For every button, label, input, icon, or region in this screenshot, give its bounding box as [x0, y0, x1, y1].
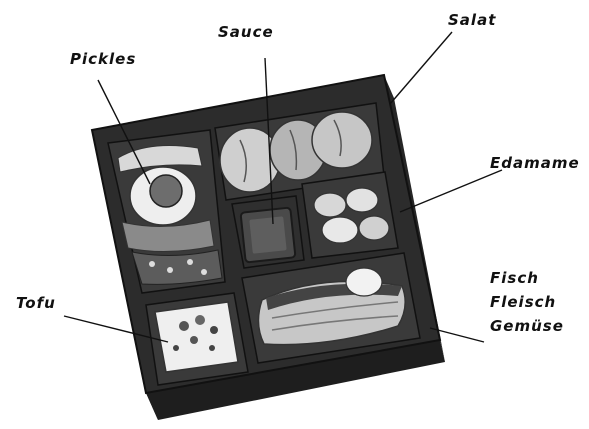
edamame-compartment: [302, 172, 398, 258]
edamame-pod: [314, 193, 346, 217]
topping-bit: [179, 321, 189, 331]
bean-dot: [167, 267, 173, 273]
bean-dot: [149, 261, 155, 267]
label-tofu: Tofu: [16, 296, 56, 311]
topping-bit: [210, 326, 218, 334]
label-salat: Salat: [448, 13, 496, 28]
topping-bit: [195, 315, 205, 325]
egg-yolk: [150, 175, 182, 207]
bean-dot: [187, 259, 193, 265]
label-edamame: Edamame: [490, 156, 580, 171]
label-main-dish: Fisch Fleisch Gemüse: [490, 266, 564, 338]
label-pickles: Pickles: [70, 52, 136, 67]
edamame-leader: [400, 170, 502, 212]
pickle-beans: [132, 250, 222, 284]
topping-bit: [173, 345, 179, 351]
label-fleisch: Fleisch: [490, 290, 564, 314]
salat-leader: [390, 32, 452, 104]
garnish: [346, 268, 382, 296]
bean-dot: [201, 269, 207, 275]
label-gemuese: Gemüse: [490, 314, 564, 338]
label-fisch: Fisch: [490, 266, 564, 290]
edamame-pod: [346, 188, 378, 212]
sauce-liquid: [249, 216, 286, 253]
label-sauce: Sauce: [218, 25, 274, 40]
topping-bit: [209, 345, 215, 351]
edamame-pod: [322, 217, 358, 243]
topping-bit: [190, 336, 198, 344]
lettuce-leaf: [312, 112, 372, 168]
edamame-pod: [359, 216, 389, 240]
